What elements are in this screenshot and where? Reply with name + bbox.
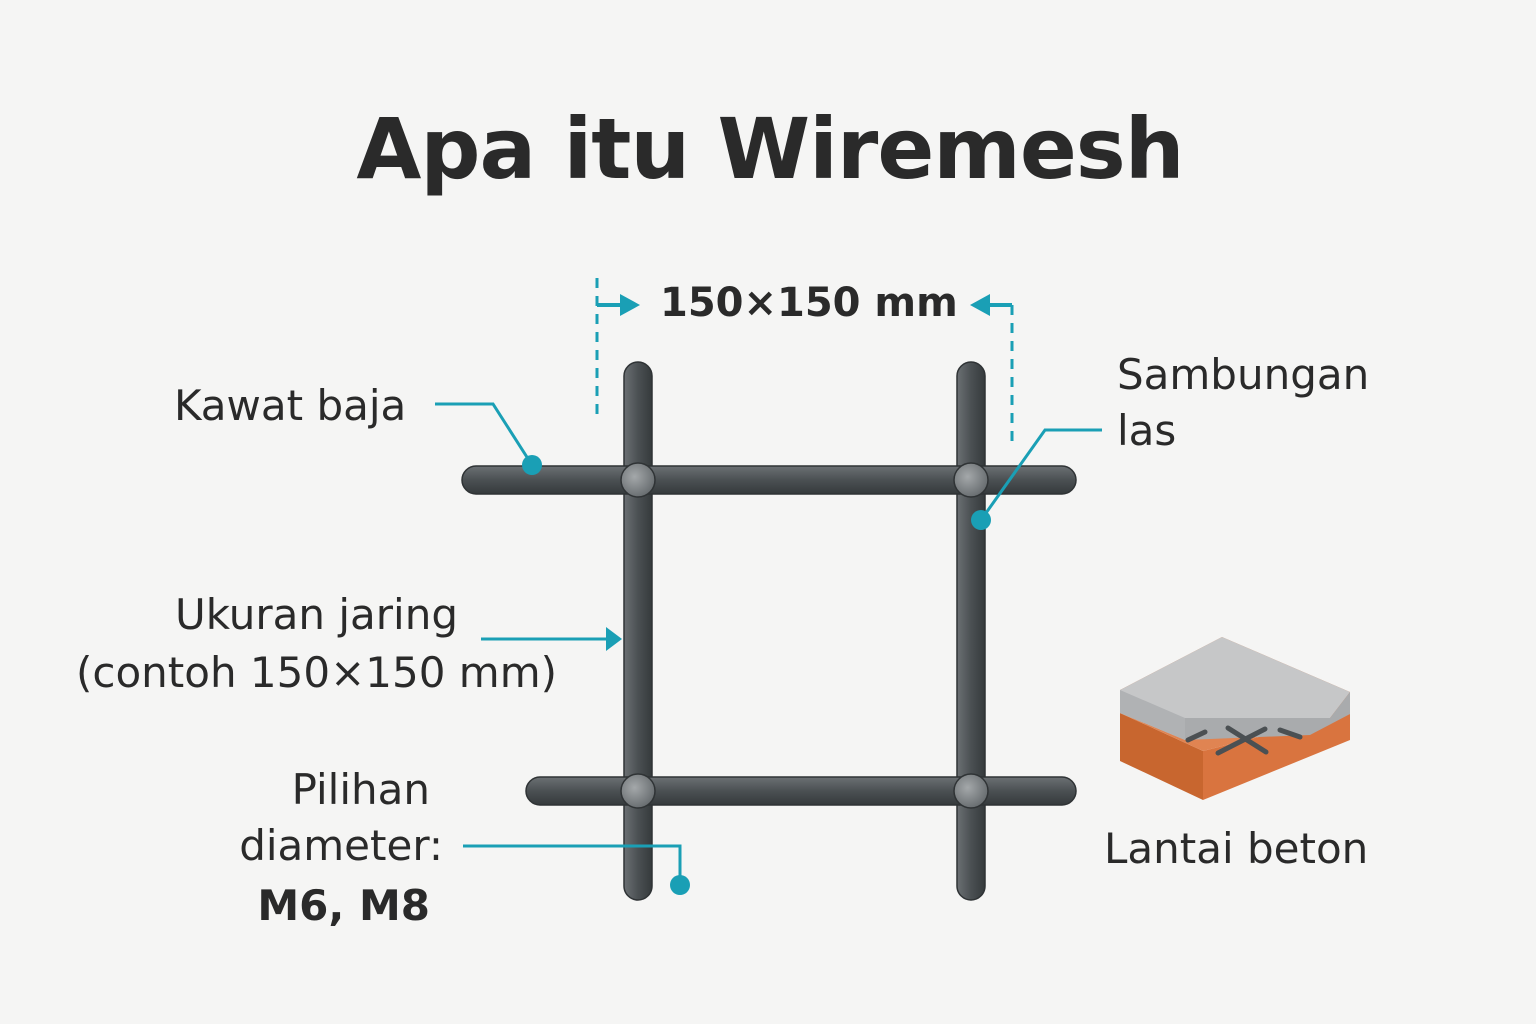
- label-ukuran-jaring-line2: (contoh 150×150 mm): [76, 648, 558, 697]
- label-sambungan-las-line2: las: [1117, 406, 1177, 455]
- label-pilihan-line2: diameter:: [239, 821, 443, 870]
- weld-joint: [620, 773, 656, 809]
- label-ukuran-jaring-line1: Ukuran jaring: [175, 590, 458, 639]
- weld-joint: [953, 773, 989, 809]
- page-title: Apa itu Wiremesh: [356, 100, 1184, 198]
- steel-mesh: [461, 361, 1077, 901]
- leader-dots: [522, 455, 991, 895]
- concrete-slab-icon: [1120, 637, 1350, 800]
- label-pilihan-line1: Pilihan: [291, 765, 430, 814]
- weld-joint: [953, 462, 989, 498]
- dimension-indicator: [595, 278, 1014, 442]
- label-lantai-beton: Lantai beton: [1104, 824, 1369, 873]
- label-pilihan-values: M6, M8: [257, 881, 430, 930]
- label-kawat-baja: Kawat baja: [174, 381, 407, 430]
- leader-lines: [435, 402, 1102, 885]
- weld-joint: [620, 462, 656, 498]
- dimension-label: 150×150 mm: [660, 280, 958, 326]
- label-sambungan-las-line1: Sambungan: [1117, 350, 1370, 399]
